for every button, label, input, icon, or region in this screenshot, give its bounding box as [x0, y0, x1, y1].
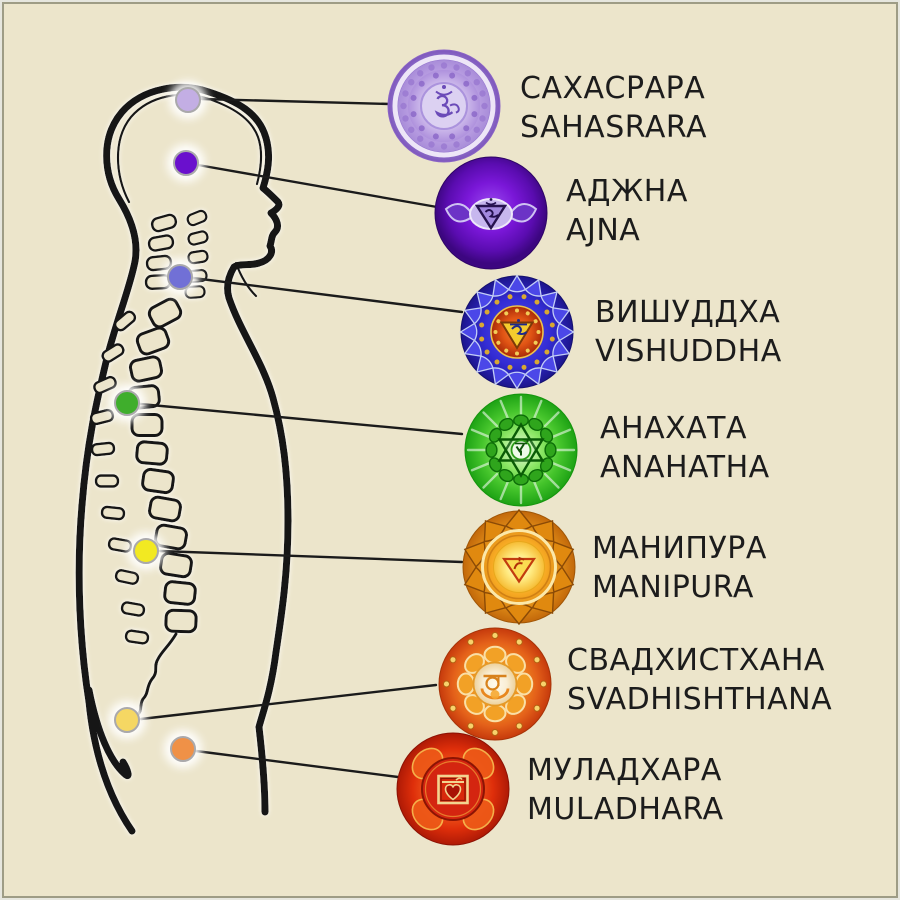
label-manipura: МАНИПУРА MANIPURA: [592, 529, 767, 607]
label-ru: МАНИПУРА: [592, 531, 767, 566]
label-svadhisthana: СВАДХИСТХАНА SVADHISHTHANA: [567, 641, 832, 719]
manipura-mandala-icon: [460, 509, 578, 625]
chakra-dot-manipura: [133, 538, 159, 564]
label-en: MULADHARA: [527, 792, 724, 827]
label-ajna: АДЖНА AJNA: [566, 172, 688, 250]
body-silhouette-figure: [75, 83, 292, 835]
chakra-dot-sahasrara: [175, 87, 201, 113]
chakra-dot-ajna: [173, 150, 199, 176]
ram-syllable: [513, 556, 525, 570]
label-en: SAHASRARA: [520, 110, 708, 145]
label-en: VISHUDDHA: [595, 334, 782, 369]
label-en: MANIPURA: [592, 570, 754, 605]
connector-line-svadhisthana: [139, 683, 438, 721]
ham-syllable: [510, 319, 528, 335]
vam-syllable: [483, 674, 507, 691]
chakra-dot-svadhisthana: [114, 707, 140, 733]
om-symbol: [434, 85, 460, 118]
anahata-mandala-icon: [464, 393, 578, 507]
label-ru: МУЛАДХАРА: [527, 753, 722, 788]
label-ru: ВИШУДДХА: [595, 295, 781, 330]
chakra-dot-anahata: [114, 390, 140, 416]
label-en: AJNA: [566, 213, 641, 248]
ajna-mandala-icon: [434, 156, 548, 270]
label-ru: САХАСРАРА: [520, 71, 706, 106]
connector-line-ajna: [196, 163, 439, 209]
label-vishuddha: ВИШУДДХА VISHUDDHA: [595, 293, 782, 371]
yam-syllable: [515, 439, 529, 456]
connector-line-vishuddha: [191, 276, 464, 314]
label-sahasrara: САХАСРАРА SAHASRARA: [520, 69, 707, 147]
connector-line-manipura: [158, 549, 464, 564]
chakra-dot-muladhara: [170, 736, 196, 762]
muladhara-mandala-icon: [396, 732, 510, 846]
svadhisthana-mandala-icon: [438, 627, 552, 741]
lam-syllable: [444, 784, 462, 801]
om-symbol: [484, 198, 499, 218]
label-anahata: АНАХАТА ANAHATHA: [600, 409, 770, 487]
label-muladhara: МУЛАДХАРА MULADHARA: [527, 751, 724, 829]
sahasrara-mandala-icon: [387, 49, 501, 163]
chakra-dot-vishuddha: [167, 264, 193, 290]
label-en: ANAHATHA: [600, 450, 770, 485]
label-en: SVADHISHTHANA: [567, 682, 833, 717]
connector-line-anahata: [138, 402, 464, 436]
label-ru: АНАХАТА: [600, 411, 748, 446]
label-ru: СВАДХИСТХАНА: [567, 643, 825, 678]
vishuddha-mandala-icon: [459, 274, 575, 390]
label-ru: АДЖНА: [566, 174, 688, 209]
connector-line-muladhara: [194, 749, 400, 779]
connector-line-sahasrara: [200, 97, 392, 106]
